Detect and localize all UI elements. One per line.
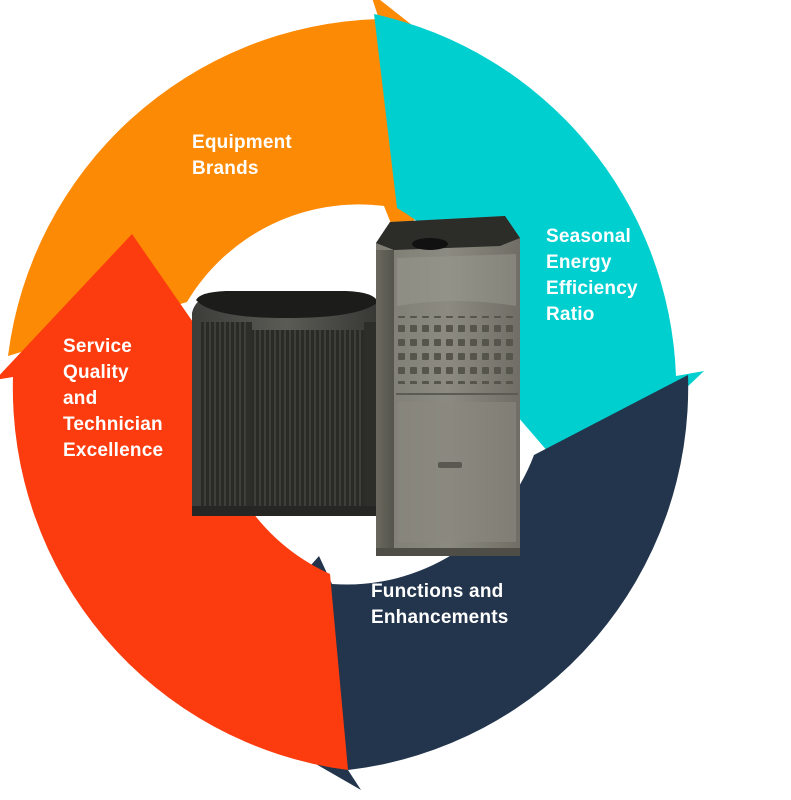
segment-service — [0, 234, 348, 770]
segment-label-equipment-brands: Equipment Brands — [192, 132, 292, 179]
segment-label-functions: Functions and Enhancements — [371, 581, 509, 628]
segment-seer — [374, 14, 704, 489]
segment-label-seer: Seasonal Energy Efficiency Ratio — [546, 226, 638, 325]
segment-label-service: Service Quality and Technician Excellenc… — [63, 336, 164, 461]
furnace-unit — [376, 216, 520, 556]
air-conditioner-unit — [192, 291, 381, 516]
